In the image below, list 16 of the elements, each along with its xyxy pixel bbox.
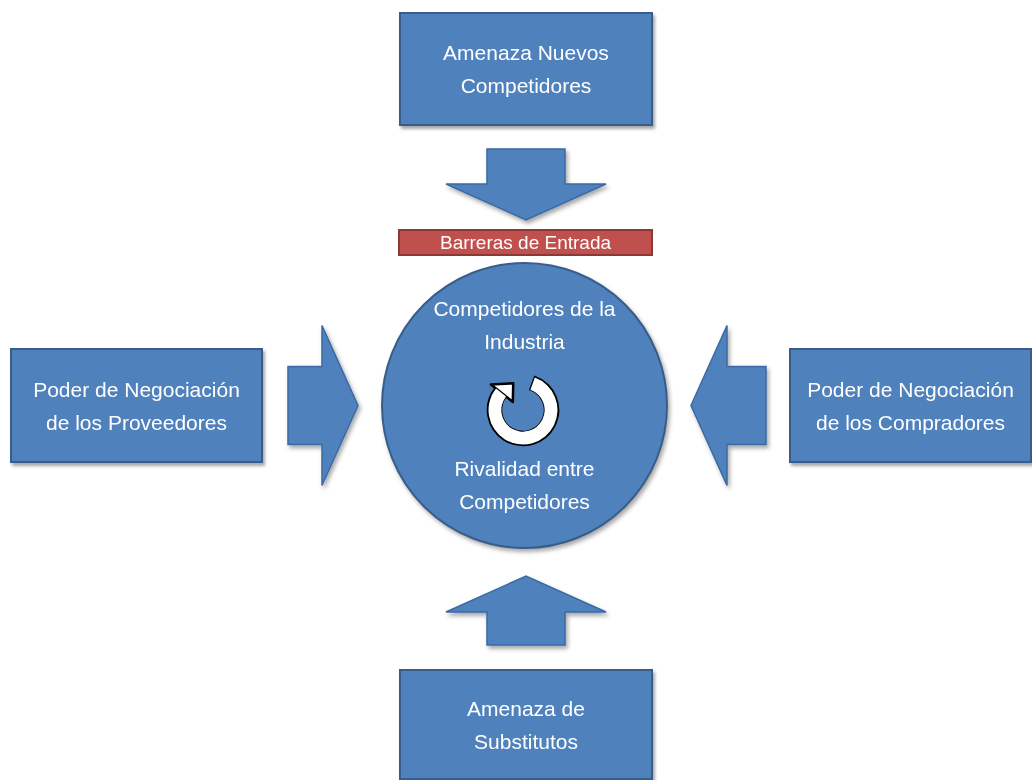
block-arrow (690, 324, 767, 487)
force-label: Amenaza Nuevos Competidores (442, 40, 610, 99)
force-box (789, 348, 1032, 463)
force-label: Poder de Negociación de los Proveedores (32, 376, 241, 436)
block-arrow (287, 324, 359, 487)
block-arrow (445, 575, 607, 646)
force-box (399, 12, 653, 126)
barrier-bar (398, 229, 653, 256)
force-box (399, 669, 653, 780)
barrier-label: Barreras de Entrada (439, 231, 612, 254)
force-box (10, 348, 263, 463)
force-label: Amenaza de Substitutos (466, 695, 586, 755)
block-arrow (445, 148, 607, 221)
force-label: Poder de Negociación de los Compradores (806, 376, 1015, 436)
circle-heading: Competidores de la Industria (432, 296, 617, 355)
circle-caption: Rivalidad entre Competidores (453, 456, 596, 515)
